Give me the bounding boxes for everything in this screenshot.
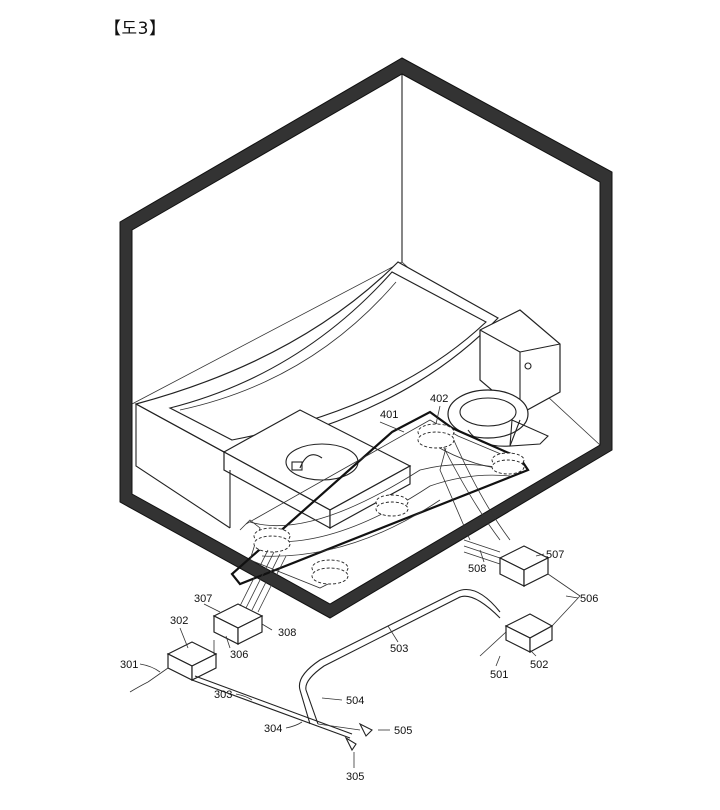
heat-unit-center [375, 494, 409, 517]
washbasin [222, 409, 412, 530]
leader-lines [139, 405, 579, 768]
heat-unit-front [311, 559, 349, 585]
label-308: 308 [278, 627, 296, 639]
label-302: 302 [170, 615, 188, 627]
label-507: 507 [546, 549, 564, 561]
label-402: 402 [430, 393, 448, 405]
label-501: 501 [490, 669, 508, 681]
label-401: 401 [380, 409, 398, 421]
control-box-307 [212, 603, 264, 645]
label-303: 303 [214, 689, 232, 701]
label-306: 306 [230, 649, 248, 661]
reference-labels: 301 302 303 304 305 306 307 308 401 402 … [120, 393, 598, 783]
label-502: 502 [530, 659, 548, 671]
label-505: 505 [394, 725, 412, 737]
label-304: 304 [264, 723, 282, 735]
label-503: 503 [390, 643, 408, 655]
control-box-502 [504, 613, 554, 654]
toilet [447, 309, 561, 447]
heat-unit-right [491, 452, 525, 475]
label-508: 508 [468, 563, 486, 575]
figure-label: 【도3】 [104, 19, 167, 39]
wiring [129, 539, 581, 752]
label-506: 506 [580, 593, 598, 605]
control-box-507 [498, 545, 550, 587]
heat-unit-toilet [417, 423, 455, 449]
label-307: 307 [194, 593, 212, 605]
label-305: 305 [346, 771, 364, 783]
label-504: 504 [346, 695, 364, 707]
heat-unit-left [253, 527, 291, 553]
label-301: 301 [120, 659, 138, 671]
control-box-302 [166, 641, 218, 681]
